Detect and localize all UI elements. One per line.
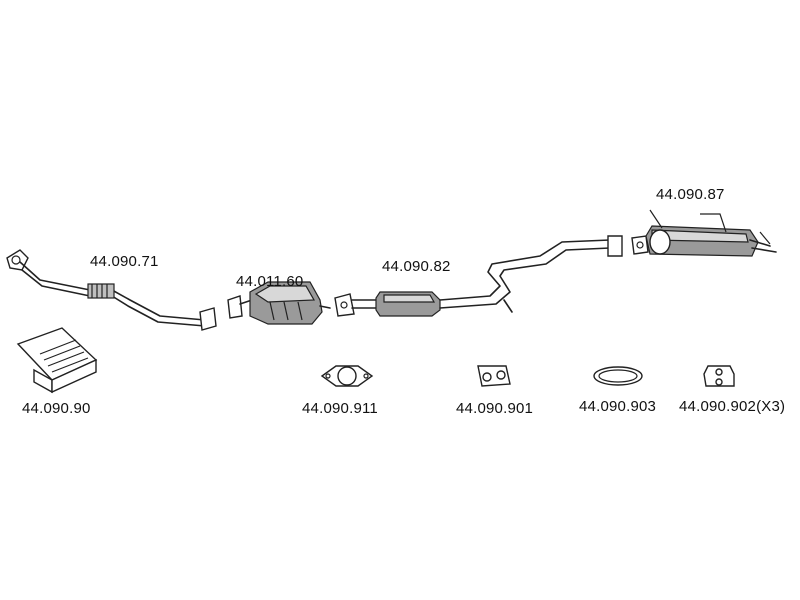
part-number-rubber-mount: 44.090.901	[456, 400, 534, 417]
part-number-catalytic-converter: 44.011.60	[236, 273, 304, 290]
part-number-centre-silencer: 44.090.82	[382, 258, 451, 275]
part-number-mounting-kit: 44.090.90	[22, 400, 91, 417]
flange-gasket-drawing[interactable]	[320, 365, 374, 387]
front-pipe-drawing[interactable]	[6, 249, 217, 331]
part-number-rubber-hanger: 44.090.902(X3)	[679, 398, 786, 415]
part-number-front-pipe: 44.090.71	[90, 253, 159, 270]
part-number-seal-ring: 44.090.903	[579, 398, 657, 415]
part-number-flange-gasket: 44.090.911	[302, 400, 378, 417]
seal-ring-drawing[interactable]	[593, 366, 643, 386]
rubber-hanger-drawing[interactable]	[703, 365, 735, 387]
catalytic-converter-drawing[interactable]	[227, 281, 331, 325]
centre-silencer-drawing[interactable]	[334, 235, 623, 317]
part-number-rear-silencer: 44.090.87	[656, 186, 725, 203]
rubber-mount-drawing[interactable]	[477, 365, 511, 387]
rear-silencer-drawing[interactable]	[631, 209, 777, 257]
mounting-kit-drawing[interactable]	[16, 327, 98, 394]
